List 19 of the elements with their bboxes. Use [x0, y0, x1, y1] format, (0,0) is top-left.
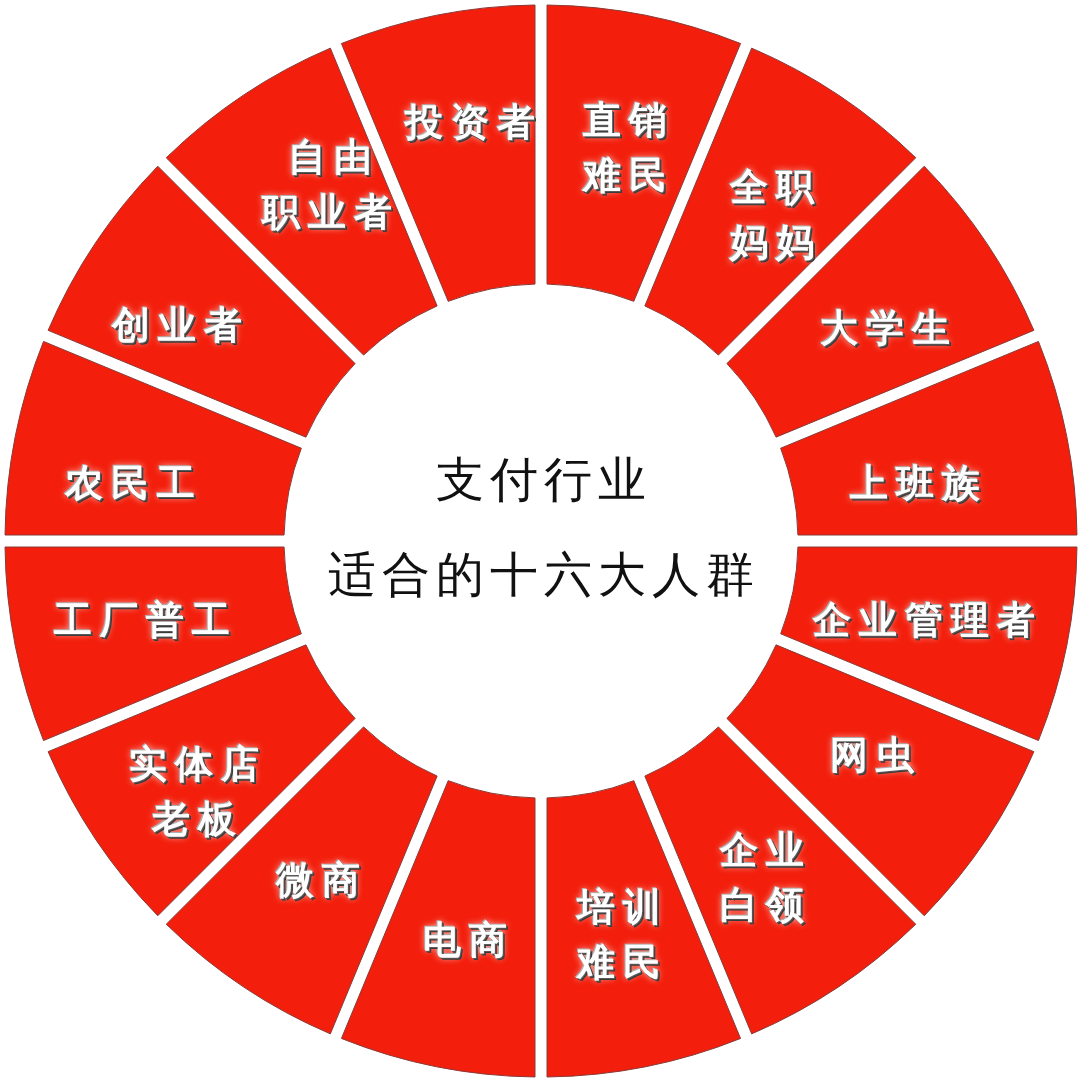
heading-text: 适合的十六大人群: [328, 546, 760, 604]
segment-label: 电商: [422, 916, 515, 964]
segment-label: 网虫: [829, 731, 922, 779]
segment-label: 大学生: [819, 304, 958, 352]
segment-label: 实体店老板: [128, 741, 268, 843]
segment-label: 企业管理者: [812, 596, 1043, 644]
heading-text: 支付行业: [436, 451, 652, 509]
segment-label: 培训难民: [575, 884, 670, 986]
ring-segment: [5, 547, 302, 741]
segment-label: 微商: [274, 856, 368, 904]
segment-label: 投资者: [403, 98, 543, 146]
segment-label: 全职妈妈: [728, 164, 823, 266]
segment-label: 直销难民: [581, 97, 676, 199]
segment-label: 自由职业者: [260, 134, 401, 236]
segment-label: 工厂普工: [53, 596, 238, 644]
segment-label: 农民工: [64, 459, 203, 507]
segment-label: 创业者: [110, 301, 250, 349]
segment-label: 企业白领: [719, 827, 813, 929]
segment-label: 上班族: [849, 459, 988, 507]
